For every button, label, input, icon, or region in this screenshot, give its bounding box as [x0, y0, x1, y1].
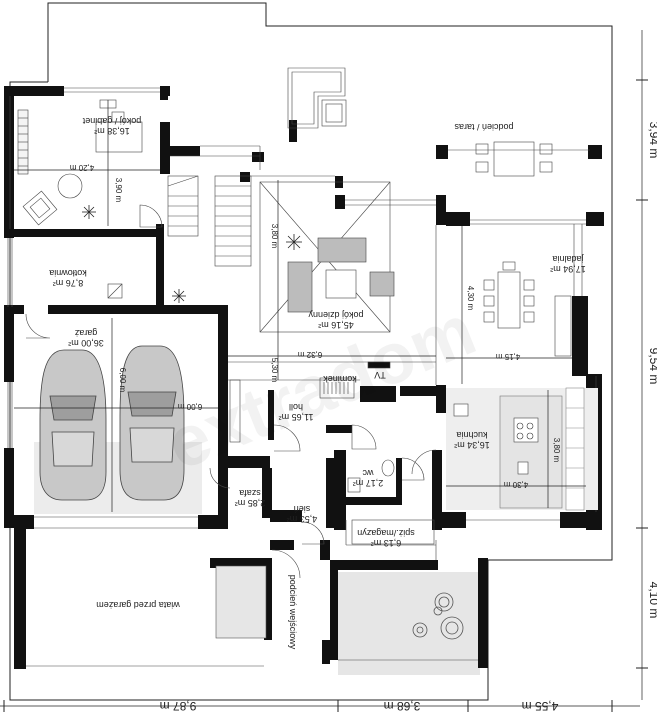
label-dzienny-width: 6,32 m	[297, 350, 322, 359]
label-jadalnia-height: 4,30 m	[466, 286, 475, 311]
label-dzienny-height: 5,30 m	[270, 358, 279, 383]
label-jadalnia-name: jadalnia	[552, 254, 584, 264]
label-kuchnia-name: kuchnia	[456, 430, 487, 440]
label-jadalnia-area: 17,94 m²	[550, 264, 586, 274]
label-garaz-height: 6,00 m	[118, 368, 127, 393]
label-gabinet-height: 3,90 m	[114, 178, 123, 203]
label-jadalnia-width: 4,15 m	[495, 352, 520, 361]
label-kuchnia-height: 3,80 m	[552, 438, 561, 463]
label-kotlownia-name: kotłownia	[49, 268, 87, 278]
garden-terrace	[338, 572, 480, 675]
fireplace	[229, 361, 391, 443]
label-gabinet-area: 16,38 m²	[94, 126, 130, 136]
label-gabinet-width: 4,20 m	[69, 163, 94, 172]
label-kotlownia-area: 8,76 m²	[53, 278, 84, 288]
label-dzienny-name: pokój dzienny	[308, 310, 364, 320]
label-hall-name: holl	[289, 402, 303, 412]
plants-icon	[412, 592, 464, 640]
label-kuchnia-width: 4,30 m	[503, 480, 528, 489]
dim-right-2: 9,54 m	[647, 348, 657, 385]
label-wc-name: wc	[362, 468, 374, 478]
label-sien-area: 4,53 m²	[287, 514, 318, 524]
living-furniture	[259, 67, 395, 333]
office-furniture	[17, 99, 143, 226]
label-garaz-width: 6,00 m	[177, 402, 202, 411]
label-dzienny-side: 3,80 m	[270, 224, 279, 249]
doors	[25, 204, 437, 579]
dim-right-1: 3,94 m	[647, 122, 657, 159]
label-tv: TV	[374, 370, 386, 380]
label-wiata: wiata przed garażem	[96, 600, 181, 610]
car-icon	[39, 345, 185, 501]
dim-bottom-3: 4,55 m	[522, 699, 559, 713]
thin-lines	[7, 87, 597, 667]
label-sien-name: sień	[294, 504, 311, 514]
dim-right-3: 4,10 m	[647, 582, 657, 619]
label-spiz-area: 6,13 m²	[371, 538, 402, 548]
dimension-lines	[0, 30, 643, 707]
entry-planter	[215, 565, 267, 639]
boiler-icon	[107, 283, 123, 299]
label-szafa-name: szafa	[239, 488, 261, 498]
wc-fixtures	[347, 459, 435, 545]
label-gabinet-name: pokój / gabinet	[82, 116, 141, 126]
label-hall-area: 11,65 m²	[279, 412, 314, 422]
dimension-ticks	[3, 79, 648, 712]
dim-bottom-1: 9,87 m	[160, 699, 197, 713]
label-taras-name: podcień / taras	[454, 122, 514, 132]
label-spiz-name: spiż./magazyn	[357, 528, 415, 538]
dim-bottom-2: 3,68 m	[384, 699, 421, 713]
label-podcien-line: podcień wejściowy	[288, 575, 298, 650]
label-garaz-area: 36,00 m²	[68, 338, 104, 348]
label-dzienny-area: 45,16 m²	[318, 320, 354, 330]
label-szafa-area: 2,85 m²	[235, 498, 266, 508]
kitchen-units	[446, 387, 598, 511]
label-kuchnia-area: 16,34 m²	[454, 440, 490, 450]
staircase	[167, 175, 252, 267]
label-garaz-name: garaż	[74, 328, 97, 338]
terrace-table	[475, 141, 553, 177]
dining-table	[483, 261, 572, 357]
label-wc-area: 2,17 m²	[353, 478, 384, 488]
label-kominek: kominek	[323, 374, 357, 384]
